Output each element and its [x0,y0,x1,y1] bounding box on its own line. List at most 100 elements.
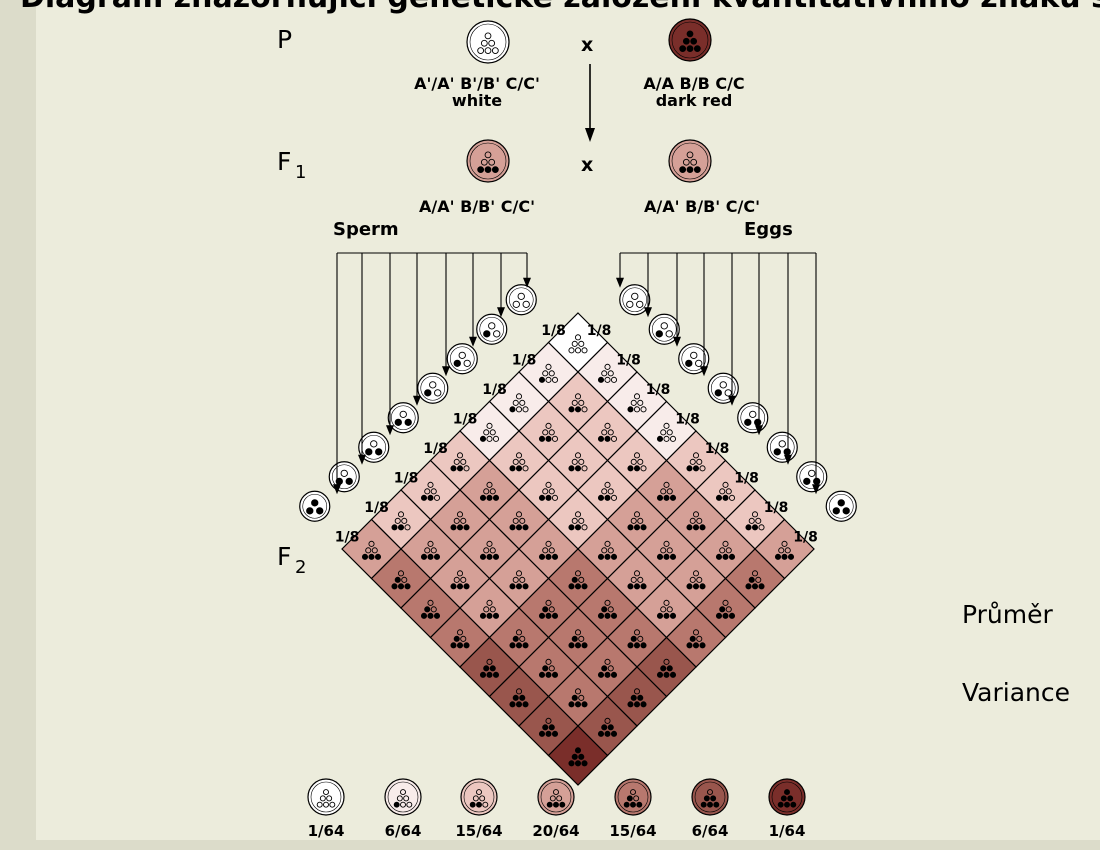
light-allele-dot [689,458,696,465]
dark-allele-dot [311,499,319,507]
light-allele-dot [400,801,406,808]
dark-allele-dot [787,795,794,802]
bottom-border [0,840,1100,850]
light-allele-dot [607,547,614,554]
dark-allele-dot [568,406,575,413]
dark-allele-dot [374,553,382,560]
light-allele-dot [463,359,471,367]
dark-allele-dot [692,524,700,531]
light-allele-dot [489,547,496,554]
light-allele-dot [401,576,408,583]
sperm-arrow-head [497,307,505,318]
dark-allele-dot [692,465,700,472]
generation-f1-subscript: 1 [295,162,307,183]
dark-allele-dot [574,701,582,708]
phenotype-circle [691,778,729,816]
dark-allele-dot [316,507,324,515]
egg-arrow-head [728,395,736,406]
light-allele-dot [424,547,431,554]
allele-dots [391,511,411,531]
allele-dots [715,599,736,619]
dark-allele-dot [692,642,700,649]
allele-dots [479,599,500,619]
light-allele-dot [483,429,490,436]
light-allele-dot [519,399,526,406]
sperm-arrow-head [333,484,341,495]
dark-allele-dot [479,671,487,678]
gamete-circle-inner [331,464,357,490]
dark-allele-dot [604,730,611,737]
light-allele-dot [630,399,637,406]
dark-allele-dot [433,553,441,560]
parent-darkred-phenotype: dark red [655,91,733,110]
allele-dots [623,789,643,808]
dark-allele-dot [581,701,588,708]
dark-allele-dot [626,795,633,802]
dark-allele-dot [627,583,634,590]
gamete-circle-inner [390,405,416,431]
eggs-label: Eggs [744,219,793,240]
parent-white-genotype: A'/A' B'/B' C/C' [414,74,540,93]
dark-allele-dot [710,795,717,802]
light-allele-dot [665,330,673,338]
cross-symbol-f1: x [581,154,594,176]
sperm-gamete [417,372,449,404]
light-allele-dot [604,599,611,606]
light-allele-dot [512,576,519,583]
f1-right-genotype: A/A' B/B' C/C' [643,197,760,216]
light-allele-dot [633,511,641,518]
dark-allele-dot [682,37,690,45]
egg-gamete [766,431,798,463]
dark-allele-dot [623,801,630,808]
allele-dots [361,540,382,560]
light-allele-dot [486,481,493,488]
dark-allele-dot [633,524,641,531]
dark-allele-dot [604,435,611,442]
light-allele-dot [660,488,667,495]
dark-allele-dot [686,583,693,590]
phenotype-class-ratio: 6/64 [692,822,729,840]
egg-frequency-label: 1/8 [587,323,612,339]
dark-allele-dot [548,724,555,731]
dark-allele-dot [773,448,781,456]
allele-dots [483,322,501,338]
allele-dots [479,540,500,560]
sperm-frequency-label: 1/8 [512,352,537,368]
dark-allele-dot [699,524,706,531]
allele-dots [745,511,765,531]
light-allele-dot [633,795,640,802]
dark-allele-dot [509,642,516,649]
allele-dots [479,658,500,678]
dark-allele-dot [456,642,464,649]
dark-allele-dot [522,524,529,531]
light-allele-dot [456,511,464,518]
light-allele-dot [463,465,470,472]
dark-allele-dot [601,724,608,731]
light-allele-dot [427,481,434,488]
dark-allele-dot [519,694,526,701]
dark-allele-dot [627,524,634,531]
light-allele-dot [323,801,329,808]
dark-allele-dot [479,553,487,560]
dark-allele-dot [463,583,470,590]
light-allele-dot [482,801,489,808]
light-allele-dot [663,658,670,665]
light-allele-dot [476,789,482,796]
dark-allele-dot [655,330,663,338]
light-allele-dot [581,524,588,531]
dark-allele-dot [610,553,618,560]
gamete-circle-inner [769,434,795,460]
allele-dots [420,481,441,501]
light-allele-dot [696,517,703,524]
dark-allele-dot [391,524,398,531]
light-allele-dot [630,576,637,583]
dark-allele-dot [813,477,821,485]
dark-allele-dot [679,166,687,174]
dark-allele-dot [456,465,464,472]
light-allele-dot [663,422,670,429]
light-allele-dot [574,334,582,341]
dark-allele-dot [427,553,434,560]
allele-dots [479,481,500,501]
dark-allele-dot [515,465,523,472]
dark-allele-dot [420,612,428,619]
